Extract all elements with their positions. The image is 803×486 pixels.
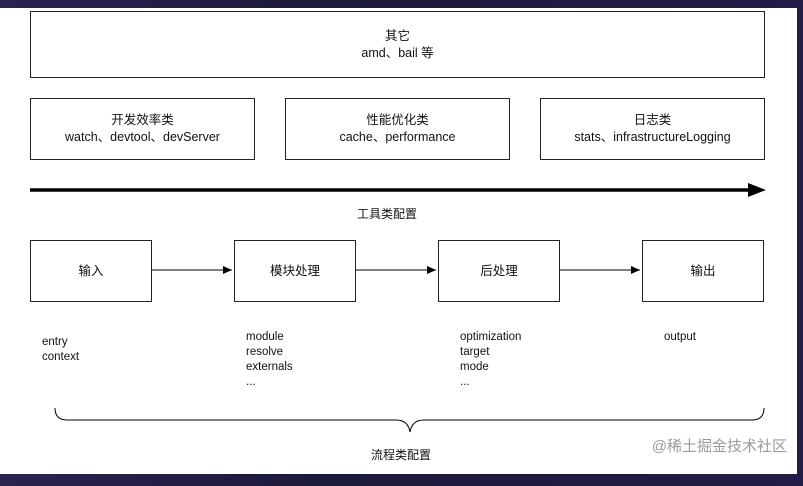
other-config-subtitle: amd、bail 等 [361,45,434,60]
post-options-list: optimization target mode ... [460,330,521,390]
flow-brace [54,407,765,433]
other-config-box: 其它 amd、bail 等 [30,11,765,78]
list-item: context [42,351,80,363]
dev-efficiency-title: 开发效率类 [111,113,174,127]
list-item: output [664,331,696,343]
performance-title: 性能优化类 [366,113,429,127]
flow-module-box: 模块处理 [234,240,356,302]
flow-config-label: 流程类配置 [371,448,432,462]
logging-title: 日志类 [633,113,672,127]
flow-post-title: 后处理 [480,263,518,278]
logging-box: 日志类 stats、infrastructureLogging [540,98,765,160]
other-config-title: 其它 [384,28,410,43]
tool-timeline-arrowhead [748,183,766,197]
source-watermark: @稀土掘金技术社区 [651,438,787,455]
list-item: resolve [246,346,284,358]
connector-lines [30,183,766,433]
list-item: ... [246,376,256,388]
output-options-list: output [664,330,696,345]
list-item: optimization [460,331,522,343]
performance-box: 性能优化类 cache、performance [285,98,510,160]
dev-efficiency-subtitle: watch、devtool、devServer [65,130,220,144]
list-item: mode [460,361,489,373]
flow-input-box: 输入 [30,240,152,302]
dev-efficiency-box: 开发效率类 watch、devtool、devServer [30,98,255,160]
module-options-list: module resolve externals ... [246,330,293,390]
list-item: externals [246,361,293,373]
flow-output-box: 输出 [642,240,764,302]
flow-module-title: 模块处理 [269,263,320,278]
list-item: entry [42,336,68,348]
tool-config-label: 工具类配置 [357,207,418,221]
diagram-canvas: 其它 amd、bail 等 开发效率类 watch、devtool、devSer… [0,8,797,474]
list-item: target [460,346,490,358]
flow-post-box: 后处理 [438,240,560,302]
logging-subtitle: stats、infrastructureLogging [574,130,731,144]
flow-output-title: 输出 [690,263,716,278]
list-item: module [246,331,284,343]
flow-input-title: 输入 [78,263,104,278]
performance-subtitle: cache、performance [339,130,456,144]
list-item: ... [460,376,470,388]
input-options-list: entry context [42,335,79,365]
